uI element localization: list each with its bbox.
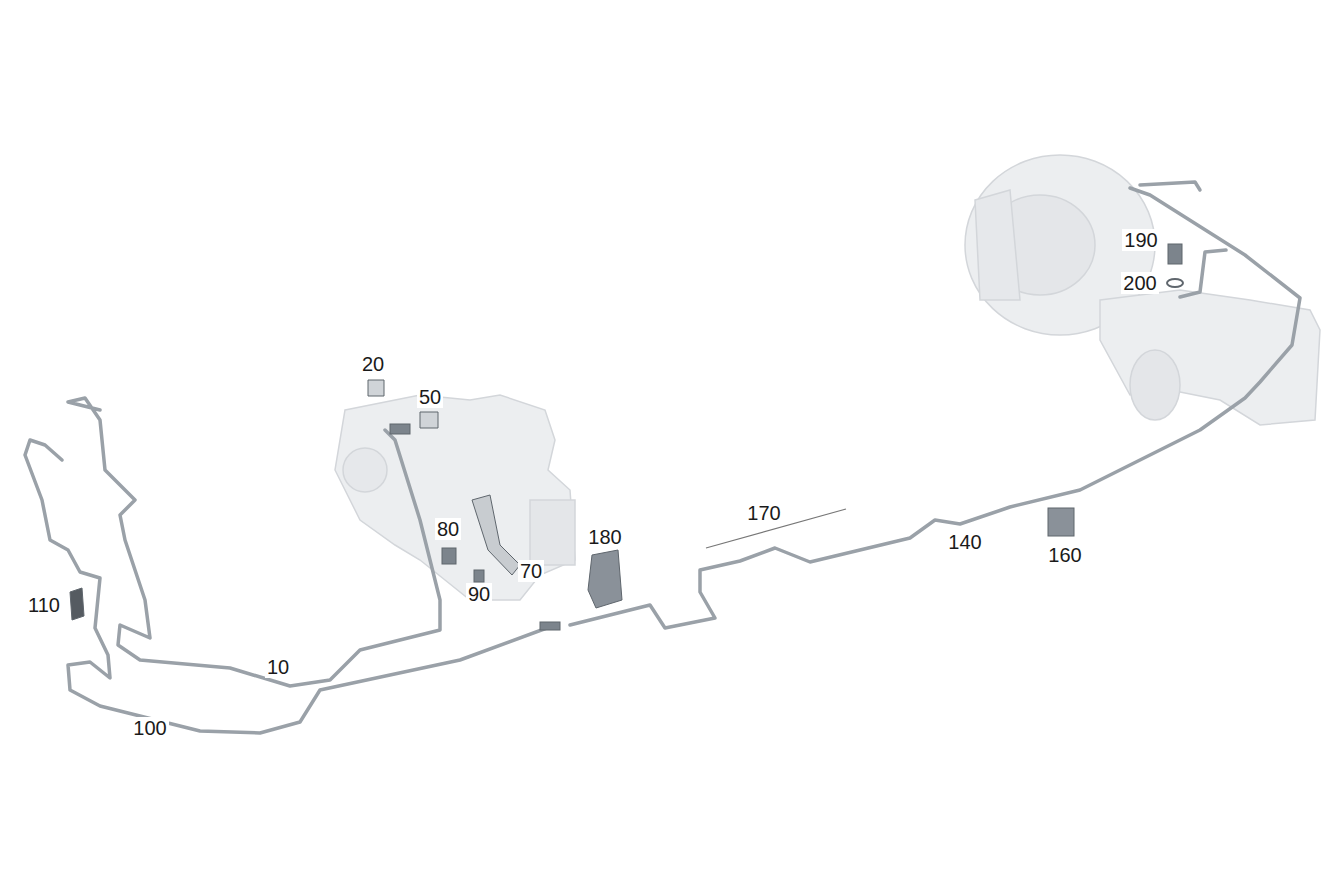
callout-number: 20 (360, 353, 386, 375)
callout-number: 180 (586, 526, 623, 548)
callout-number: 200 (1121, 272, 1158, 294)
callout-number: 80 (435, 518, 461, 540)
callout-number: 100 (131, 717, 168, 739)
callout-number: 70 (518, 560, 544, 582)
callout-number: 110 (26, 594, 62, 616)
transfer-case (335, 395, 575, 600)
small-parts (70, 244, 1183, 630)
callout-number: 160 (1046, 544, 1083, 566)
callout-number: 190 (1122, 229, 1159, 251)
callout-number: 50 (417, 386, 443, 408)
callout-number: 170 (745, 502, 782, 524)
callout-number: 10 (265, 656, 291, 678)
rear-axle (965, 155, 1320, 425)
brake-pipes (25, 182, 1300, 733)
callout-number: 90 (466, 583, 492, 605)
callout-number: 140 (946, 531, 983, 553)
